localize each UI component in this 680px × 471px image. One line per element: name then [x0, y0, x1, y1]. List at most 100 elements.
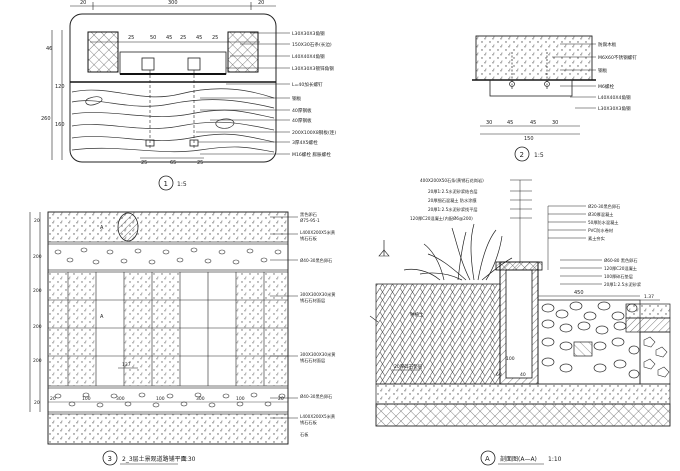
d1-wood-grain [71, 88, 275, 153]
d1-label-10: M16螺栓 膨胀螺栓 [292, 151, 331, 158]
d3-label-7: 300X300X30米黄 [300, 351, 335, 358]
d4-top-label-3: 20厚1:2.5水泥砂浆找平层 [428, 206, 478, 213]
d4-right-label-0: Ø20-30黑色卵石 [588, 203, 620, 210]
d3-label-1: Ø75-95-1 [300, 218, 320, 223]
d3-bdim-3: 100 [156, 396, 165, 402]
d4-dim-2: 60 [496, 372, 502, 378]
d1-dim-bot-0: 25 [141, 160, 147, 166]
d2-dim-0: 30 [486, 120, 492, 126]
d3-label-5: 300X300X30米黄 [300, 291, 335, 298]
d2-label-2: 钢板 [598, 67, 608, 74]
d3-ldim-4: 200 [33, 358, 42, 364]
d1-dim-r2-4: 45 [196, 35, 202, 41]
d1-dim-left-1: 120 [55, 84, 65, 90]
detail-4: 400X200X50石条(黄锈石花岗岩) 20厚1:2.5水泥砂浆结合层 20厚… [369, 177, 671, 466]
d4-right-label-8: 20厚1:2.5水泥砂浆 [604, 281, 642, 288]
d4-tag: A [485, 455, 490, 463]
d3-label-2: L400X200X5米黄 [300, 229, 335, 236]
d3-label-8: 锈石石材面层 [300, 357, 325, 364]
d4-top-label-1: 20厚1:2.5水泥砂浆结合层 [428, 188, 478, 195]
d2-dim-1: 45 [507, 120, 513, 126]
d1-dim-r2-5: 25 [212, 35, 218, 41]
detail-3: 20 200 200 200 200 20 A [29, 211, 335, 466]
d3-bdim-4: 300 [196, 396, 205, 402]
d4-coping [495, 261, 543, 271]
d1-dim-left-0: 46 [46, 46, 52, 52]
d2-dim-total: 150 [524, 136, 534, 142]
d2-dim-3: 30 [552, 120, 558, 126]
d2-label-1: M6X60不锈钢螺钉 [598, 54, 637, 61]
d3-bdim-6: 20 [278, 396, 284, 402]
d3-ldim-1: 200 [33, 254, 42, 260]
d3-bdim-5: 100 [236, 396, 245, 402]
d1-dim-bot-2: 25 [197, 160, 203, 166]
detail1-frame [69, 13, 277, 163]
d4-right-label-1: Ø30厚混凝土 [588, 211, 613, 218]
d3-section-mark: A [100, 225, 104, 231]
d4-top-label-0: 400X200X50石条(黄锈石花岗岩) [420, 177, 484, 184]
d1-dim-r2-1: 50 [150, 35, 156, 41]
d3-ldim-5: 20 [34, 400, 40, 406]
d1-label-0: L30X30X3角钢 [292, 30, 325, 37]
d1-tag: 1 [164, 180, 168, 188]
d4-right-label-7: 100厚碎石垫层 [604, 273, 633, 280]
d4-top-label-4: 120厚C20混凝土(内配Ø6@200) [410, 215, 473, 222]
d3-ldim-2: 200 [33, 288, 42, 294]
d4-right-label-6: 120厚C20混凝土 [604, 265, 637, 272]
d3-label-3: 锈石石板 [300, 235, 318, 242]
d3-label-10: L400X200X5米黄 [300, 413, 335, 420]
d3-ldim-0: 20 [34, 218, 40, 224]
d1-dim-r2-3: 25 [180, 35, 186, 41]
d3-tag-circle [102, 450, 118, 466]
d3-label-6: 锈石石材面层 [300, 297, 325, 304]
d3-label-11: 锈石石板 [300, 419, 318, 426]
d3-level: 137 [122, 362, 131, 368]
d2-label-5: L30X30X3角钢 [598, 105, 631, 112]
d4-dim-3: 40 [520, 372, 526, 378]
d3-top-band [47, 211, 289, 243]
d4-right-label-2: 50厚防水混凝土 [588, 219, 618, 226]
d2-label-0: 防腐木板 [598, 41, 617, 48]
d2-stone [475, 35, 593, 81]
d3-pebbles-top [54, 247, 282, 265]
d1-dim-r2-2: 45 [166, 35, 172, 41]
d2-tag-circle [514, 146, 530, 162]
d2-scale: 1:5 [534, 152, 544, 159]
d1-label-8: 200X100X8钢板(连) [292, 129, 336, 136]
d1-label-4: L=40加长螺钉 [292, 81, 323, 88]
d4-soil-label: 种植土 [410, 311, 424, 318]
d1-dim-left-3: 160 [55, 122, 65, 128]
detail-2: 30 45 45 30 150 防腐木板 M6X60不锈钢螺钉 钢板 M6螺栓 … [472, 35, 637, 162]
d3-tag: 3 [108, 455, 112, 463]
d3-bdim-1: 100 [82, 396, 91, 402]
d4-base-concrete [375, 403, 671, 427]
d3-bdim-0: 20 [50, 396, 56, 402]
d4-base-gravel [375, 383, 671, 405]
d2-label-4: L40X40X4角钢 [598, 94, 631, 101]
d1-block-left [87, 31, 119, 73]
detail-1: 20 300 20 25 50 45 25 45 25 46 120 260 1… [41, 0, 336, 191]
d1-dim-top-0: 20 [80, 0, 86, 6]
d4-right-label-3: PVC防水卷材 [588, 227, 613, 234]
d2-tag: 2 [520, 151, 524, 159]
d1-label-7: 40厚钢板 [292, 117, 312, 124]
d4-top-label-2: 20厚细石混凝土 防水涂膜 [428, 197, 477, 204]
d3-label-4: Ø40-30黑色卵石 [300, 257, 332, 264]
d4-dim-0: 450 [574, 290, 584, 296]
d4-scale: 1:10 [548, 456, 562, 463]
d4-paving [625, 303, 671, 319]
d1-label-1: 150X30石条(长边) [292, 41, 332, 48]
d1-dim-top-1: 300 [168, 0, 178, 6]
d3-title: 2_3层土景观道路铺平面 [122, 455, 187, 463]
d3-bdim-2: 300 [116, 396, 125, 402]
d3-label-12: 石板 [300, 431, 309, 438]
d1-scale: 1:5 [177, 181, 187, 188]
d3-label-0: 黑色卵石 [300, 211, 317, 218]
d3-ellipse [117, 212, 139, 242]
d1-label-6: 40厚钢板 [292, 107, 312, 114]
d4-tag-circle [480, 450, 496, 466]
d3-scale: 1:30 [182, 456, 196, 463]
d4-base-label: 20厚碎石垫层 [394, 363, 423, 370]
d1-dim-left-2: 260 [41, 116, 51, 122]
